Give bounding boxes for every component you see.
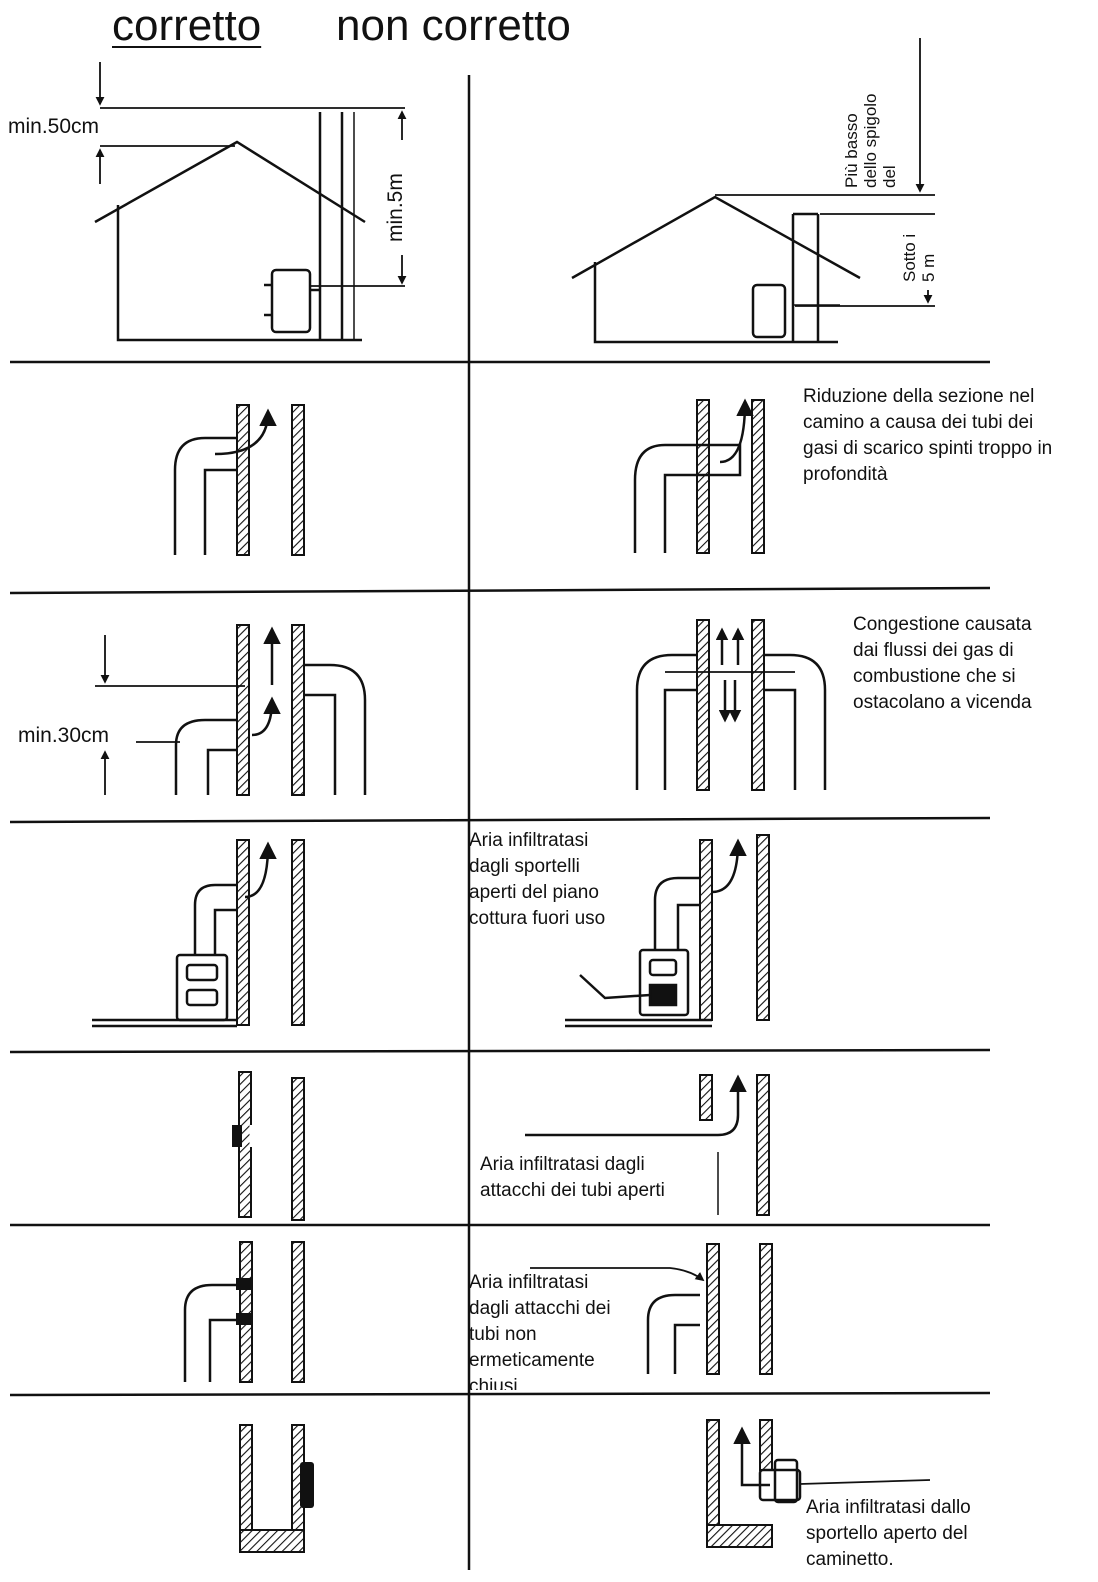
row-separator — [9, 586, 991, 595]
row-separator — [9, 1048, 991, 1054]
lower-than-ridge-label: Più basso dello spigolo del — [842, 93, 899, 188]
flue-correct-row3 — [95, 624, 367, 796]
stove-correct — [92, 839, 305, 1028]
below-5m-label: Sotto i 5 m — [900, 233, 938, 282]
flue-incorrect-row5 — [525, 1074, 770, 1216]
flue-incorrect-row6 — [530, 1243, 773, 1375]
note-section-reduction: Riduzione della sezione nel camino a cau… — [803, 386, 1053, 485]
stove-incorrect — [565, 834, 770, 1028]
row-separator — [9, 816, 991, 824]
flue-correct-row6 — [183, 1241, 305, 1383]
note-flow-congestion: Congestione causata dai flussi dei gas d… — [853, 614, 1032, 713]
min-50cm-label: min.50cm — [8, 115, 100, 138]
min-30cm-label: min.30cm — [18, 724, 110, 747]
fireplace-correct — [239, 1424, 314, 1553]
header-correct: corretto — [112, 1, 262, 50]
flue-correct-row5 — [232, 1071, 305, 1221]
flue-incorrect-row2 — [633, 398, 765, 554]
flue-incorrect-row3 — [635, 619, 827, 791]
house-incorrect — [571, 38, 935, 344]
header-incorrect: non corretto — [336, 1, 571, 50]
min-5m-label: min.5m — [384, 173, 407, 242]
note-stove-doors: Aria infiltratasi dagli sportelli aperti… — [469, 830, 606, 929]
note-open-attachments: Aria infiltratasi dagli attacchi dei tub… — [480, 1154, 665, 1201]
row-separator — [9, 1391, 991, 1397]
note-fireplace-door: Aria infiltratasi dallo sportello aperto… — [806, 1497, 971, 1570]
house-correct — [94, 62, 407, 342]
flue-correct-row2 — [173, 404, 305, 556]
note-unsealed-attachments: Aria infiltratasi dagli attacchi dei tub… — [469, 1272, 611, 1390]
fireplace-incorrect — [706, 1419, 931, 1548]
